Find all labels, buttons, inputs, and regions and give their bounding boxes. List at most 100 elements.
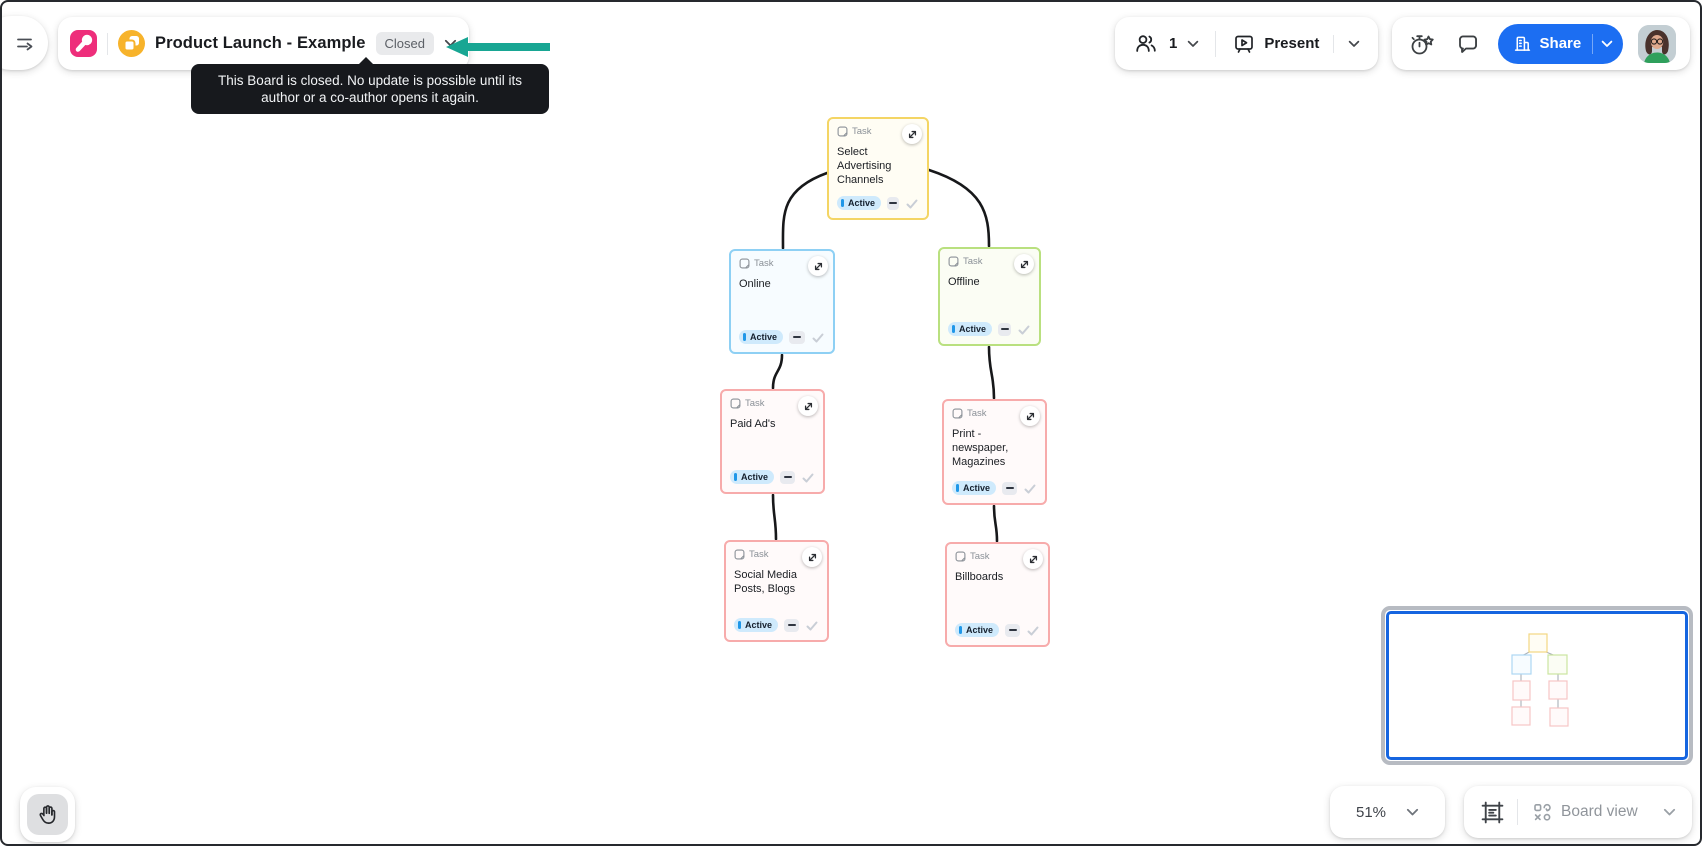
user-avatar[interactable] xyxy=(1638,24,1676,63)
board-title-card: Product Launch - Example Closed xyxy=(58,17,469,70)
task-type-icon xyxy=(730,398,741,409)
chat-bubble-icon xyxy=(1458,35,1477,53)
task-type-label: Task xyxy=(852,126,872,137)
status-badge[interactable]: Active xyxy=(730,470,775,484)
collaboration-panel: 1 Present xyxy=(1115,17,1379,70)
organization-icon xyxy=(1514,36,1530,51)
priority-minus-button[interactable] xyxy=(789,330,806,344)
expand-card-button[interactable] xyxy=(1020,406,1040,426)
task-title: Offline xyxy=(948,276,980,288)
priority-minus-button[interactable] xyxy=(1002,481,1017,495)
complete-check-icon[interactable] xyxy=(1026,624,1040,637)
task-card-billboards[interactable]: Task Billboards Active xyxy=(945,542,1050,647)
status-badge[interactable]: Active xyxy=(734,618,779,632)
tool-dock xyxy=(20,787,75,842)
priority-minus-button[interactable] xyxy=(1005,623,1020,637)
task-type-label: Task xyxy=(749,549,769,560)
users-icon xyxy=(1136,34,1156,52)
comments-button[interactable] xyxy=(1453,29,1483,59)
priority-minus-button[interactable] xyxy=(998,322,1011,336)
task-title: Paid Ad's xyxy=(730,418,776,430)
chevron-down-icon xyxy=(1406,808,1419,815)
board-status-badge: Closed xyxy=(375,32,434,55)
present-icon xyxy=(1235,35,1254,53)
frame-tool-button[interactable] xyxy=(1478,798,1507,827)
complete-check-icon[interactable] xyxy=(801,471,815,484)
status-badge[interactable]: Active xyxy=(837,196,882,210)
view-mode-chevron[interactable] xyxy=(1661,806,1678,819)
chevron-down-icon xyxy=(1188,40,1199,47)
participants-count: 1 xyxy=(1169,35,1178,52)
expand-icon xyxy=(1020,260,1028,268)
timer-button[interactable] xyxy=(1406,28,1438,60)
expand-icon xyxy=(908,130,916,138)
status-badge[interactable]: Active xyxy=(955,623,1000,637)
task-type-icon xyxy=(739,258,750,269)
complete-check-icon[interactable] xyxy=(805,619,819,632)
expand-card-button[interactable] xyxy=(798,396,818,416)
actions-panel: Share xyxy=(1392,17,1690,70)
expand-icon xyxy=(1029,555,1037,563)
hand-tool-button[interactable] xyxy=(27,794,68,835)
complete-check-icon[interactable] xyxy=(1023,482,1037,495)
task-title: Billboards xyxy=(955,571,1004,583)
chevron-down-icon xyxy=(1349,40,1360,47)
view-controls: Board view xyxy=(1464,786,1692,838)
status-badge[interactable]: Active xyxy=(739,330,784,344)
task-title: Social Media Posts, Blogs xyxy=(734,569,797,596)
chevron-down-icon xyxy=(1663,808,1676,815)
board-icon[interactable] xyxy=(118,30,145,57)
present-options-chevron[interactable] xyxy=(1344,36,1364,52)
task-type-icon xyxy=(837,126,848,137)
zoom-control[interactable]: 51% xyxy=(1330,786,1445,838)
participants-button[interactable]: 1 xyxy=(1129,27,1203,61)
priority-minus-button[interactable] xyxy=(780,470,795,484)
present-label: Present xyxy=(1264,35,1320,52)
share-label: Share xyxy=(1539,35,1582,52)
complete-check-icon[interactable] xyxy=(1017,323,1031,336)
task-card-offline[interactable]: Task Offline Active xyxy=(938,247,1041,346)
minimap[interactable] xyxy=(1381,606,1693,765)
task-title: Online xyxy=(739,278,771,290)
closed-board-tooltip: This Board is closed. No update is possi… xyxy=(191,57,549,114)
task-card-online[interactable]: Task Online Active xyxy=(729,249,835,354)
expand-icon xyxy=(804,402,812,410)
zoom-level: 51% xyxy=(1355,803,1387,821)
expand-icon xyxy=(808,553,816,561)
divider xyxy=(1215,30,1217,57)
task-type-icon xyxy=(948,256,959,267)
task-card-print-newspaper-magazines[interactable]: Task Print - newspaper, Magazines Active xyxy=(942,399,1047,505)
present-button[interactable]: Present xyxy=(1228,28,1323,60)
share-button[interactable]: Share xyxy=(1497,23,1624,64)
priority-minus-button[interactable] xyxy=(784,618,799,632)
complete-check-icon[interactable] xyxy=(811,331,825,344)
task-type-icon xyxy=(955,551,966,562)
task-card-social-media-posts-blogs[interactable]: Task Social Media Posts, Blogs Active xyxy=(724,540,829,642)
minimap-viewport[interactable] xyxy=(1386,611,1688,760)
board-view-selector[interactable]: Board view xyxy=(1528,798,1642,826)
expand-card-button[interactable] xyxy=(902,124,922,144)
divider xyxy=(1517,799,1518,825)
complete-check-icon[interactable] xyxy=(905,197,919,210)
expand-icon xyxy=(814,262,822,270)
frame-icon xyxy=(1481,801,1504,823)
sidebar-toggle-button[interactable] xyxy=(2,16,48,70)
task-type-icon xyxy=(734,549,745,560)
task-card-select-advertising-channels[interactable]: Task Select Advertising Channels Active xyxy=(827,117,929,220)
expand-card-button[interactable] xyxy=(808,256,828,276)
app-logo[interactable] xyxy=(70,30,97,57)
task-type-label: Task xyxy=(967,408,987,419)
divider xyxy=(107,32,108,55)
expand-card-button[interactable] xyxy=(802,547,822,567)
expand-card-button[interactable] xyxy=(1014,254,1034,274)
priority-minus-button[interactable] xyxy=(887,196,899,210)
status-badge[interactable]: Active xyxy=(948,322,993,336)
expand-card-button[interactable] xyxy=(1023,549,1043,569)
minimap-diagram xyxy=(1511,633,1569,727)
task-type-label: Task xyxy=(754,258,774,269)
task-card-paid-ads[interactable]: Task Paid Ad's Active xyxy=(720,389,825,494)
share-options-chevron[interactable] xyxy=(1601,40,1613,48)
status-badge[interactable]: Active xyxy=(952,481,997,495)
